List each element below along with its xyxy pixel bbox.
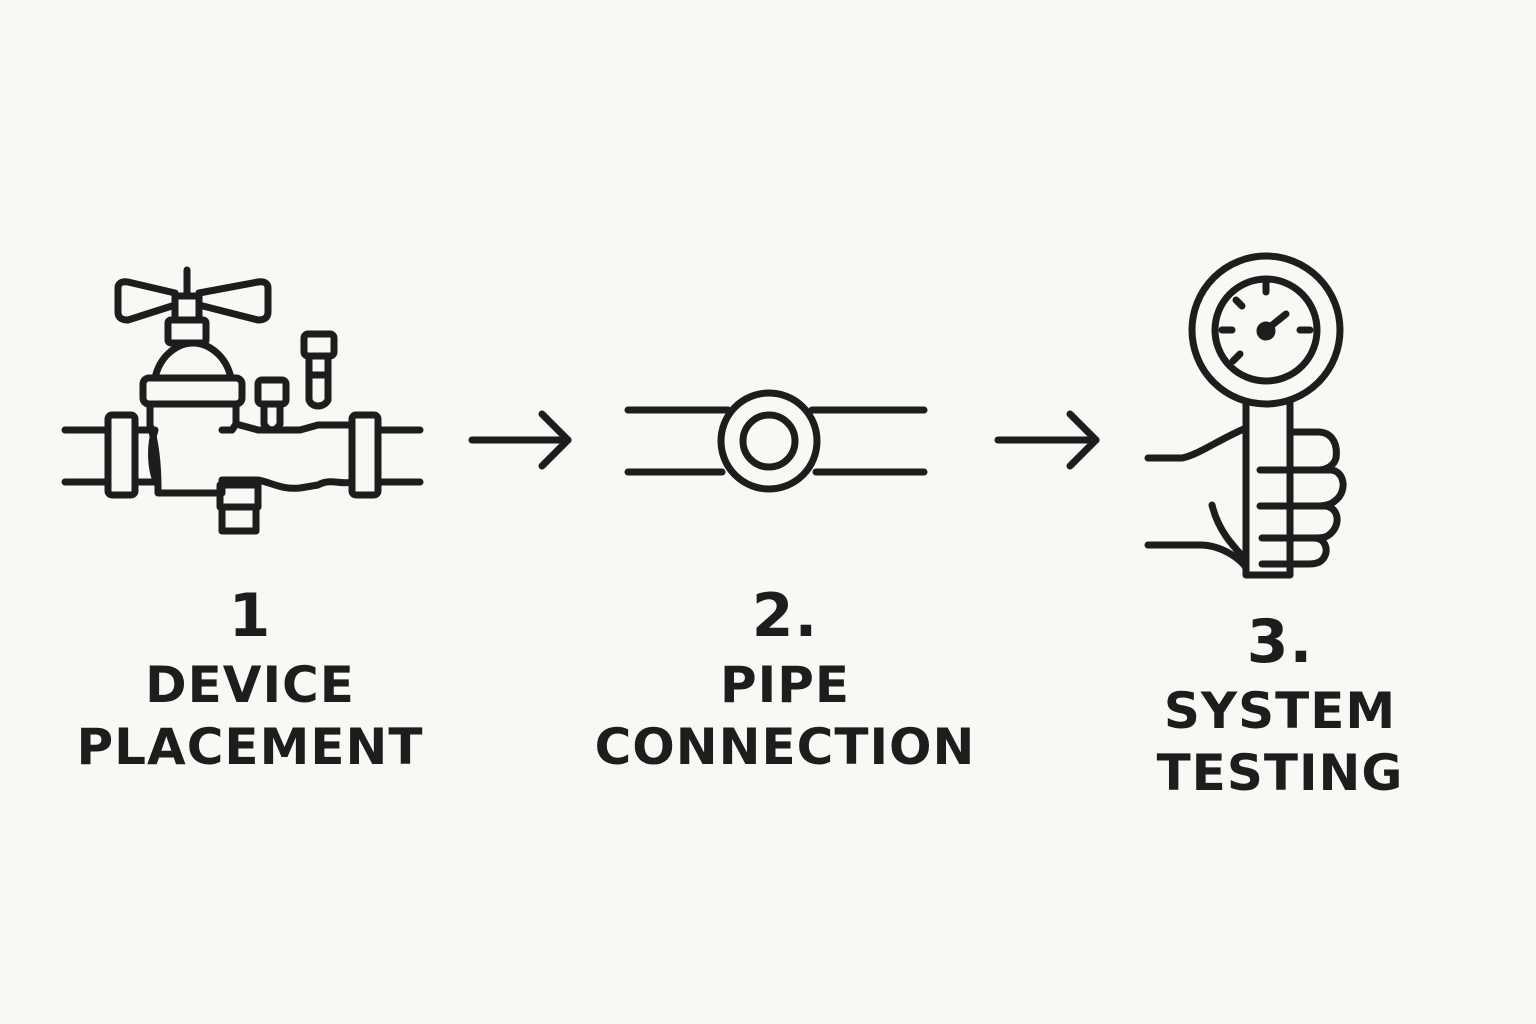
step-1-title-line-2: PLACEMENT [76,718,424,776]
backflow-preventer-valve-icon [61,266,424,535]
step-2-label: 2. PIPE CONNECTION [580,584,990,778]
step-2-title-line-2: CONNECTION [594,718,976,776]
step-1-title-line-1: DEVICE [145,656,355,714]
hand-holding-pressure-gauge-icon [1144,252,1347,579]
step-3-number: 3. [1246,607,1314,677]
step-3-title-line-1: SYSTEM [1163,682,1397,740]
right-arrow-icon [468,410,572,470]
step-2-number: 2. [751,581,819,651]
right-arrow-icon [994,410,1100,470]
step-1-label: 1 DEVICE PLACEMENT [55,584,445,778]
pipe-coupling-icon [624,389,928,493]
step-3-title-line-2: TESTING [1156,744,1404,802]
step-1-number: 1 [228,581,272,651]
step-2-title-line-1: PIPE [719,656,851,714]
step-3-label: 3. SYSTEM TESTING [1110,610,1450,804]
